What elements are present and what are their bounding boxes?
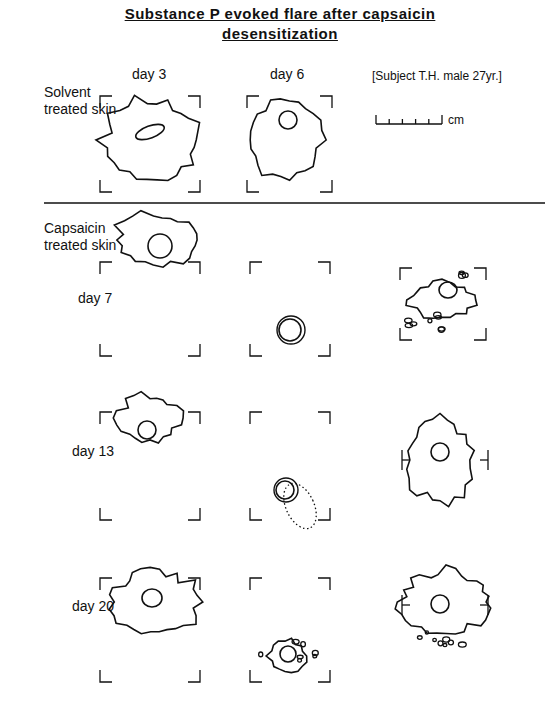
flare-spot	[312, 650, 318, 655]
flare-outline	[407, 413, 474, 506]
flare-outline	[250, 99, 326, 180]
area-bracket	[250, 412, 330, 520]
wheal-outline	[280, 646, 296, 662]
row-label: day 13	[72, 443, 132, 460]
wheal-outline	[277, 316, 305, 344]
flare-spot	[425, 631, 428, 634]
wheal-outline	[274, 478, 298, 502]
wheal-outline	[148, 234, 172, 258]
area-bracket	[100, 262, 200, 356]
flare-outline	[277, 478, 323, 533]
flare-spot	[438, 327, 444, 333]
column-heading: day 6	[270, 66, 340, 83]
flare-spot	[458, 642, 466, 647]
scale-unit: cm	[448, 112, 478, 129]
area-bracket	[100, 412, 200, 520]
row-label: Capsaicin treated skin	[44, 220, 120, 254]
separator-line	[44, 202, 545, 204]
flare-spot	[259, 652, 263, 657]
flare-outline	[114, 211, 197, 268]
wheal-outline	[431, 595, 449, 613]
wheal-outline	[431, 443, 449, 461]
flare-outline	[109, 567, 203, 633]
scale-bar	[376, 115, 442, 124]
wheal-outline	[279, 319, 301, 341]
flare-spot	[297, 655, 303, 658]
row-label: Solvent treated skin	[44, 84, 136, 118]
column-heading: day 3	[132, 66, 202, 83]
flare-spot	[443, 643, 447, 646]
flare-spot	[301, 642, 306, 647]
area-bracket	[250, 262, 330, 356]
area-bracket	[100, 578, 200, 682]
flare-spot	[417, 636, 422, 640]
flare-outline	[266, 638, 307, 672]
flare-spot	[462, 273, 468, 278]
wheal-outline	[142, 589, 162, 607]
flare-spot	[434, 312, 441, 318]
area-bracket	[400, 268, 486, 340]
wheal-outline	[439, 282, 457, 298]
flare-outline	[406, 279, 477, 318]
wheal-outline	[138, 421, 156, 439]
flare-outline	[395, 565, 491, 634]
row-label: day 20	[72, 598, 132, 615]
flare-spot	[435, 316, 441, 319]
subject-note: [Subject T.H. male 27yr.]	[372, 68, 550, 85]
wheal-outline	[134, 121, 166, 143]
flare-spot	[428, 319, 432, 323]
area-bracket	[250, 578, 330, 682]
area-bracket	[247, 96, 332, 192]
flare-outline	[113, 392, 183, 443]
flare-spot	[292, 639, 299, 644]
row-label: day 7	[78, 290, 138, 307]
wheal-outline	[279, 111, 297, 129]
flare-spot	[438, 641, 443, 646]
flare-spot	[448, 640, 453, 645]
flare-spot	[410, 322, 417, 326]
area-bracket	[402, 595, 488, 615]
flare-spot	[433, 638, 437, 641]
figure-title: Substance P evoked flare after capsaicin…	[100, 4, 460, 44]
